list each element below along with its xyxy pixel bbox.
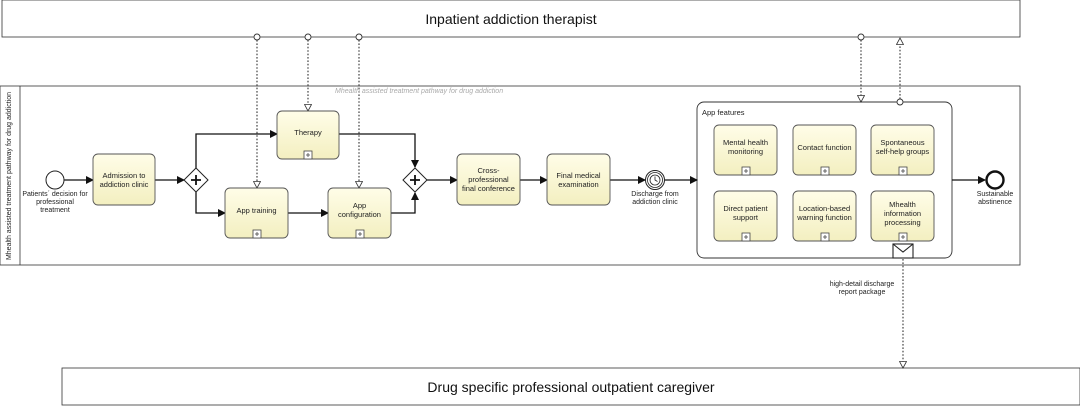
feature-mental-health[interactable]: Mental health monitoring	[722, 138, 769, 156]
collapsed-subprocess-marker-icon	[252, 229, 262, 239]
start-event-label: Patients´ decision for professional trea…	[22, 191, 88, 214]
collapsed-subprocess-marker-icon	[355, 229, 365, 239]
bottom-pool	[61, 367, 1080, 406]
timer-event[interactable]	[645, 170, 665, 190]
task-admission-box[interactable]	[92, 153, 156, 206]
task-final-exam[interactable]: Final medical examination	[556, 170, 601, 189]
lane-label: Mhealth assisted treatment pathway for d…	[6, 91, 13, 261]
bottom-pool-title: Drug specific professional outpatient ca…	[427, 378, 715, 395]
feature-contact[interactable]: Contact function	[797, 142, 852, 152]
message-flow-label: high-detail discharge report package	[829, 281, 895, 296]
task-conference[interactable]: Cross-professional final conference	[462, 166, 515, 193]
message-flow-origin	[896, 98, 904, 106]
feature-self-help[interactable]: Spontaneous self-help groups	[875, 138, 930, 156]
collapsed-subprocess-marker-icon	[741, 232, 751, 242]
task-conference-box[interactable]	[456, 153, 521, 206]
parallel-gateway-split[interactable]	[183, 167, 209, 193]
feature-location-warning[interactable]: Location-based warning function	[797, 204, 852, 222]
lane-watermark: Mhealth assisted treatment pathway for d…	[335, 88, 504, 95]
task-admission[interactable]: Admission to addiction clinic	[99, 170, 149, 189]
end-event-label: Sustainable abstinence	[976, 191, 1014, 206]
collapsed-subprocess-marker-icon	[303, 150, 313, 160]
top-pool	[1, 0, 1021, 38]
flow-gateway-therapy	[195, 130, 278, 168]
flow-therapy-join	[339, 133, 419, 168]
collapsed-subprocess-marker-icon	[820, 166, 830, 176]
collapsed-subprocess-marker-icon	[820, 232, 830, 242]
task-app-configuration[interactable]: App configuration	[338, 201, 381, 219]
collapsed-subprocess-marker-icon	[741, 166, 751, 176]
feature-direct-support[interactable]: Direct patient support	[723, 204, 768, 222]
task-app-training[interactable]: App training	[236, 205, 277, 215]
start-event[interactable]	[45, 170, 65, 190]
message-flow-origin	[304, 33, 312, 41]
lane-label-container: Mhealth assisted treatment pathway for d…	[0, 88, 20, 264]
message-flow-origin	[355, 33, 363, 41]
flow-gateway-apptraining	[195, 192, 226, 217]
timer-event-label: Discharge from addiction clinic	[631, 191, 679, 206]
subprocess-label: App features	[702, 108, 745, 117]
task-therapy[interactable]: Therapy	[294, 127, 322, 137]
top-pool-title: Inpatient addiction therapist	[425, 10, 597, 27]
feature-info-processing[interactable]: Mhealth information processing	[883, 199, 922, 227]
message-flow-origin	[857, 33, 865, 41]
collapsed-subprocess-marker-icon	[898, 232, 908, 242]
task-final-exam-box[interactable]	[546, 153, 611, 206]
end-event[interactable]	[985, 170, 1005, 190]
parallel-gateway-join[interactable]	[402, 167, 428, 193]
envelope-icon	[892, 243, 914, 259]
flow-config-join	[391, 192, 419, 214]
message-flow-origin	[253, 33, 261, 41]
collapsed-subprocess-marker-icon	[898, 166, 908, 176]
